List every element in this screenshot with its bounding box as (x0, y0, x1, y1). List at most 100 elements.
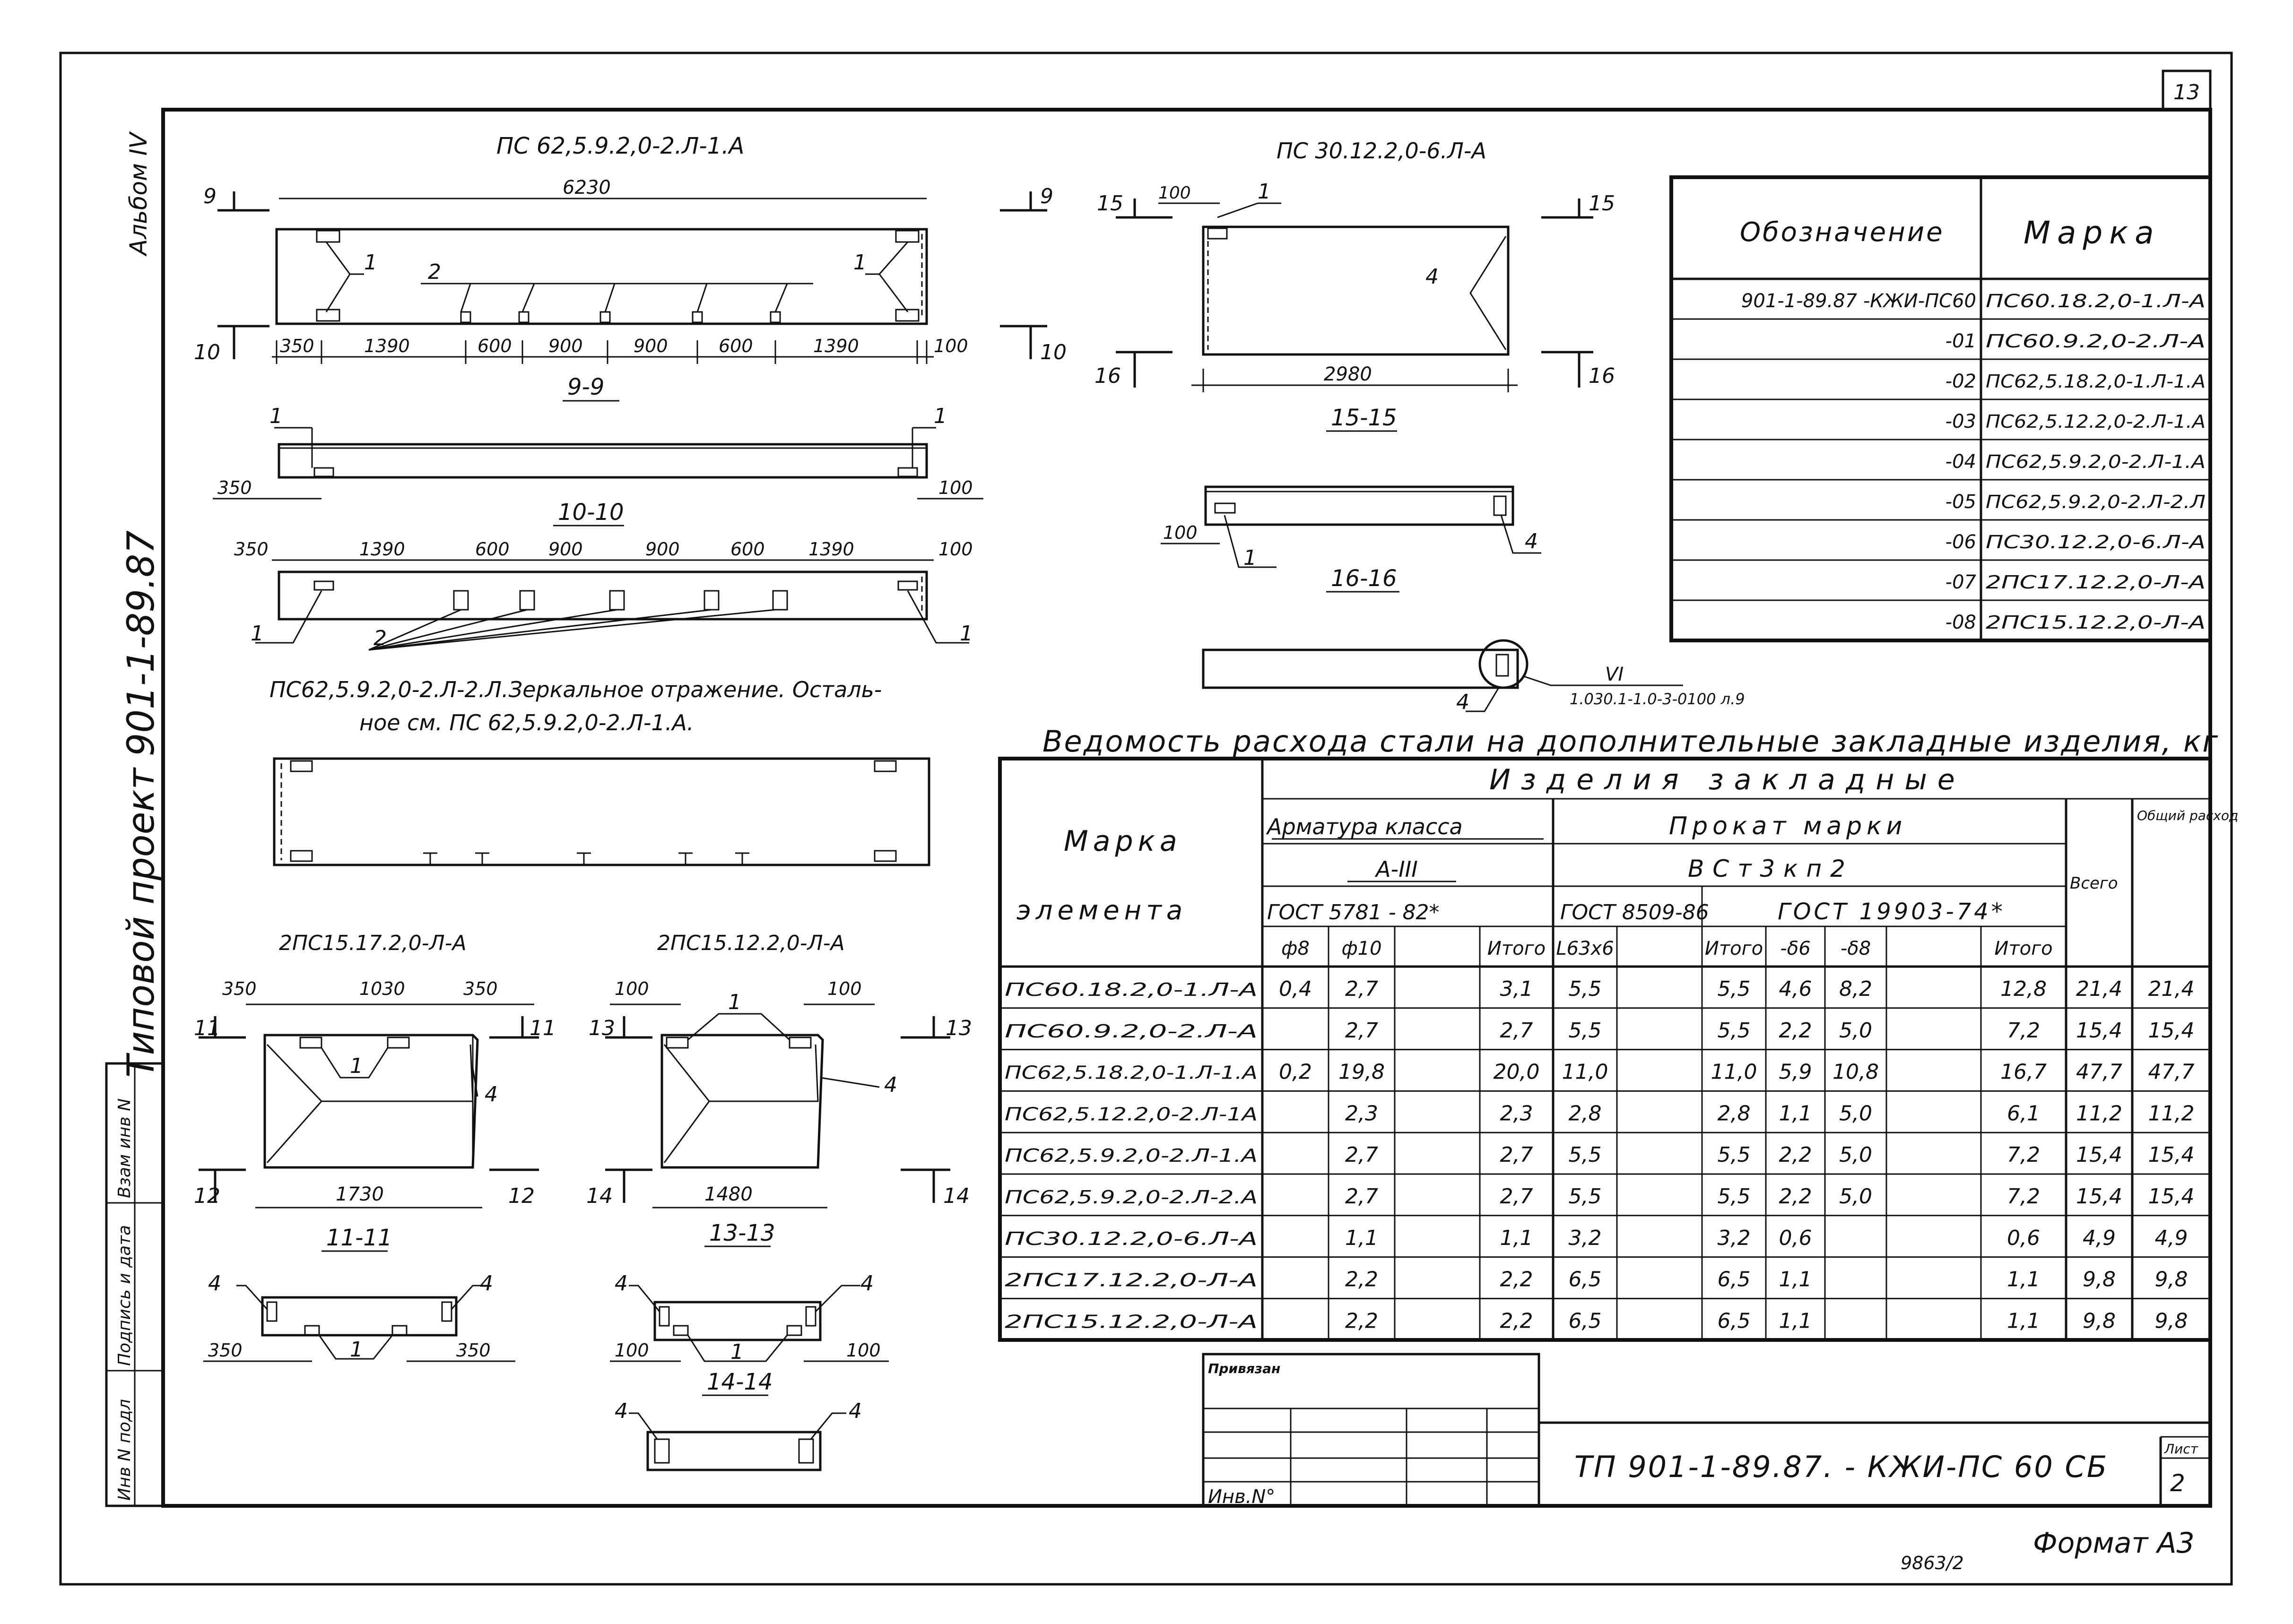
steel-cell: 11,0 (1711, 1060, 1757, 1084)
svg-text:900: 900 (634, 336, 668, 356)
steel-cell: 6,1 (2007, 1101, 2040, 1125)
mirrored-panel (273, 757, 930, 866)
steel-row-mark: ПС62,5.12.2,0-2.Л-1А (1005, 1104, 1258, 1124)
doc-number: 9863/2 (1901, 1553, 1964, 1573)
marks-header-mark: Марка (2024, 215, 2161, 251)
panel-30-drawing: ПС 30.12.2,0-6.Л-А 100 1 4 15 15 16 16 2… (1094, 138, 1615, 432)
svg-text:1390: 1390 (808, 539, 854, 560)
steel-cell: 2,2 (1500, 1268, 1533, 1292)
stamp-podpis: Подпись и дата (115, 1225, 134, 1366)
svg-text:ГОСТ 19903-74*: ГОСТ 19903-74* (1778, 898, 2006, 925)
svg-text:1390: 1390 (813, 336, 859, 356)
panel-30-title: ПС 30.12.2,0-6.Л-А (1277, 138, 1486, 164)
steel-cell: 4,9 (2083, 1226, 2116, 1250)
steel-cell: 2,7 (1345, 1019, 1378, 1043)
steel-cell: 7,2 (2007, 1143, 2040, 1167)
steel-cell: 15,4 (2148, 1143, 2195, 1167)
svg-text:350: 350 (217, 477, 252, 498)
steel-cell: 3,2 (1569, 1226, 1602, 1250)
svg-text:100: 100 (846, 1340, 881, 1361)
svg-text:100: 100 (938, 539, 973, 560)
steel-cell: 0,6 (2007, 1226, 2040, 1250)
steel-cell: 1,1 (1500, 1226, 1533, 1250)
svg-text:14: 14 (943, 1184, 970, 1208)
panel-30-section-16: 100 1 4 16-16 (1161, 485, 1541, 593)
svg-text:1: 1 (1243, 546, 1257, 570)
steel-cell: 9,8 (2155, 1309, 2188, 1333)
svg-text:100: 100 (934, 336, 968, 356)
steel-cell: 2,2 (1779, 1143, 1812, 1167)
svg-text:4: 4 (208, 1271, 221, 1296)
steel-cell: 7,2 (2007, 1184, 2040, 1209)
panel-15-12-drawing: 2ПС15.12.2,0-Л-А 100 100 1 4 13 13 14 14… (586, 931, 972, 1471)
svg-text:4: 4 (849, 1399, 862, 1423)
panel-15-17-drawing: 2ПС15.17.2,0-Л-А 350 1030 350 1 4 11 11 … (194, 931, 556, 1362)
steel-cell: 6,5 (1569, 1268, 1602, 1292)
steel-cell: 1,1 (1779, 1268, 1812, 1292)
steel-cell: 2,2 (1779, 1019, 1812, 1043)
svg-text:350: 350 (280, 336, 314, 356)
marks-row-mark: ПС60.18.2,0-1.Л-А (1986, 291, 2206, 311)
svg-text:600: 600 (478, 336, 512, 356)
marks-header-code: Обозначение (1740, 217, 1945, 248)
svg-text:100: 100 (938, 477, 973, 498)
steel-subheader: L63x6 (1556, 938, 1614, 959)
panel-15-12-title: 2ПС15.12.2,0-Л-А (657, 931, 845, 955)
steel-cell: 0,2 (1279, 1060, 1312, 1084)
section-15-15-title: 15-15 (1331, 405, 1397, 431)
marks-row-code: -02 (1946, 371, 1976, 392)
svg-text:600: 600 (475, 539, 510, 560)
steel-subheader: ф8 (1281, 938, 1310, 959)
steel-cell: 1,1 (2007, 1268, 2040, 1292)
svg-text:Всего: Всего (2070, 874, 2118, 893)
svg-text:4: 4 (860, 1271, 874, 1296)
steel-cell: 47,7 (2076, 1060, 2122, 1084)
svg-text:Общий расход: Общий расход (2137, 808, 2238, 823)
steel-row-mark: ПС60.18.2,0-1.Л-А (1005, 979, 1258, 1000)
svg-text:11: 11 (530, 1016, 556, 1040)
marks-row-code: -04 (1946, 451, 1976, 473)
sheet-number: 13 (2173, 80, 2200, 104)
svg-text:4: 4 (615, 1271, 628, 1296)
side-stamp: Альбом IV Типовой проект 901-1-89.87 Вза… (105, 131, 165, 1507)
svg-text:16: 16 (1589, 364, 1615, 388)
steel-cell: 8,2 (1839, 977, 1872, 1001)
svg-text:4: 4 (1525, 529, 1538, 553)
steel-cell: 6,5 (1718, 1309, 1751, 1333)
svg-text:350: 350 (463, 978, 498, 999)
section-16-16-title: 16-16 (1331, 565, 1397, 592)
steel-cell: 5,5 (1569, 977, 1602, 1001)
marks-row-code: -01 (1946, 330, 1976, 352)
steel-row-mark: ПС30.12.2,0-6.Л-А (1005, 1228, 1258, 1249)
section-13-13-title: 13-13 (709, 1220, 775, 1246)
steel-cell: 2,8 (1569, 1101, 1602, 1125)
steel-cell: 2,7 (1345, 1184, 1378, 1209)
svg-text:1: 1 (364, 251, 377, 275)
steel-cell: 9,8 (2083, 1268, 2116, 1292)
steel-subheader: Итого (1487, 938, 1546, 959)
svg-text:9: 9 (203, 184, 217, 208)
title-block: Привязан Инв.N° ТП 901-1-89.87. - КЖИ-ПС… (1202, 1353, 2210, 1508)
panel-main-outline (275, 228, 928, 325)
steel-cell: 5,5 (1569, 1184, 1602, 1209)
svg-text:600: 600 (730, 539, 765, 560)
svg-text:ВСт3кп2: ВСт3кп2 (1688, 855, 1854, 882)
svg-text:1: 1 (1258, 180, 1271, 204)
marks-row-mark: ПС62,5.12.2,0-2.Л-1.А (1986, 411, 2206, 432)
marks-row-code: -03 (1946, 411, 1976, 432)
svg-text:15: 15 (1589, 191, 1615, 216)
marks-row-mark: ПС62,5.9.2,0-2.Л-1.А (1986, 451, 2206, 472)
outer-frame (59, 52, 2233, 1586)
svg-text:Марка: Марка (1064, 825, 1182, 858)
steel-cell: 5,0 (1839, 1143, 1872, 1167)
marks-row-code: -08 (1946, 612, 1976, 633)
section-9-9-title: 9-9 (567, 374, 604, 400)
steel-cell: 1,1 (2007, 1309, 2040, 1333)
svg-text:14: 14 (586, 1184, 613, 1208)
steel-row-mark: ПС62,5.9.2,0-2.Л-2.А (1005, 1187, 1258, 1208)
steel-cell: 2,2 (1779, 1184, 1812, 1209)
steel-cell: 5,5 (1718, 977, 1751, 1001)
svg-text:ГОСТ 5781 - 82*: ГОСТ 5781 - 82* (1267, 900, 1440, 924)
steel-cell: 11,0 (1562, 1060, 1608, 1084)
svg-text:элемента: элемента (1016, 895, 1187, 926)
